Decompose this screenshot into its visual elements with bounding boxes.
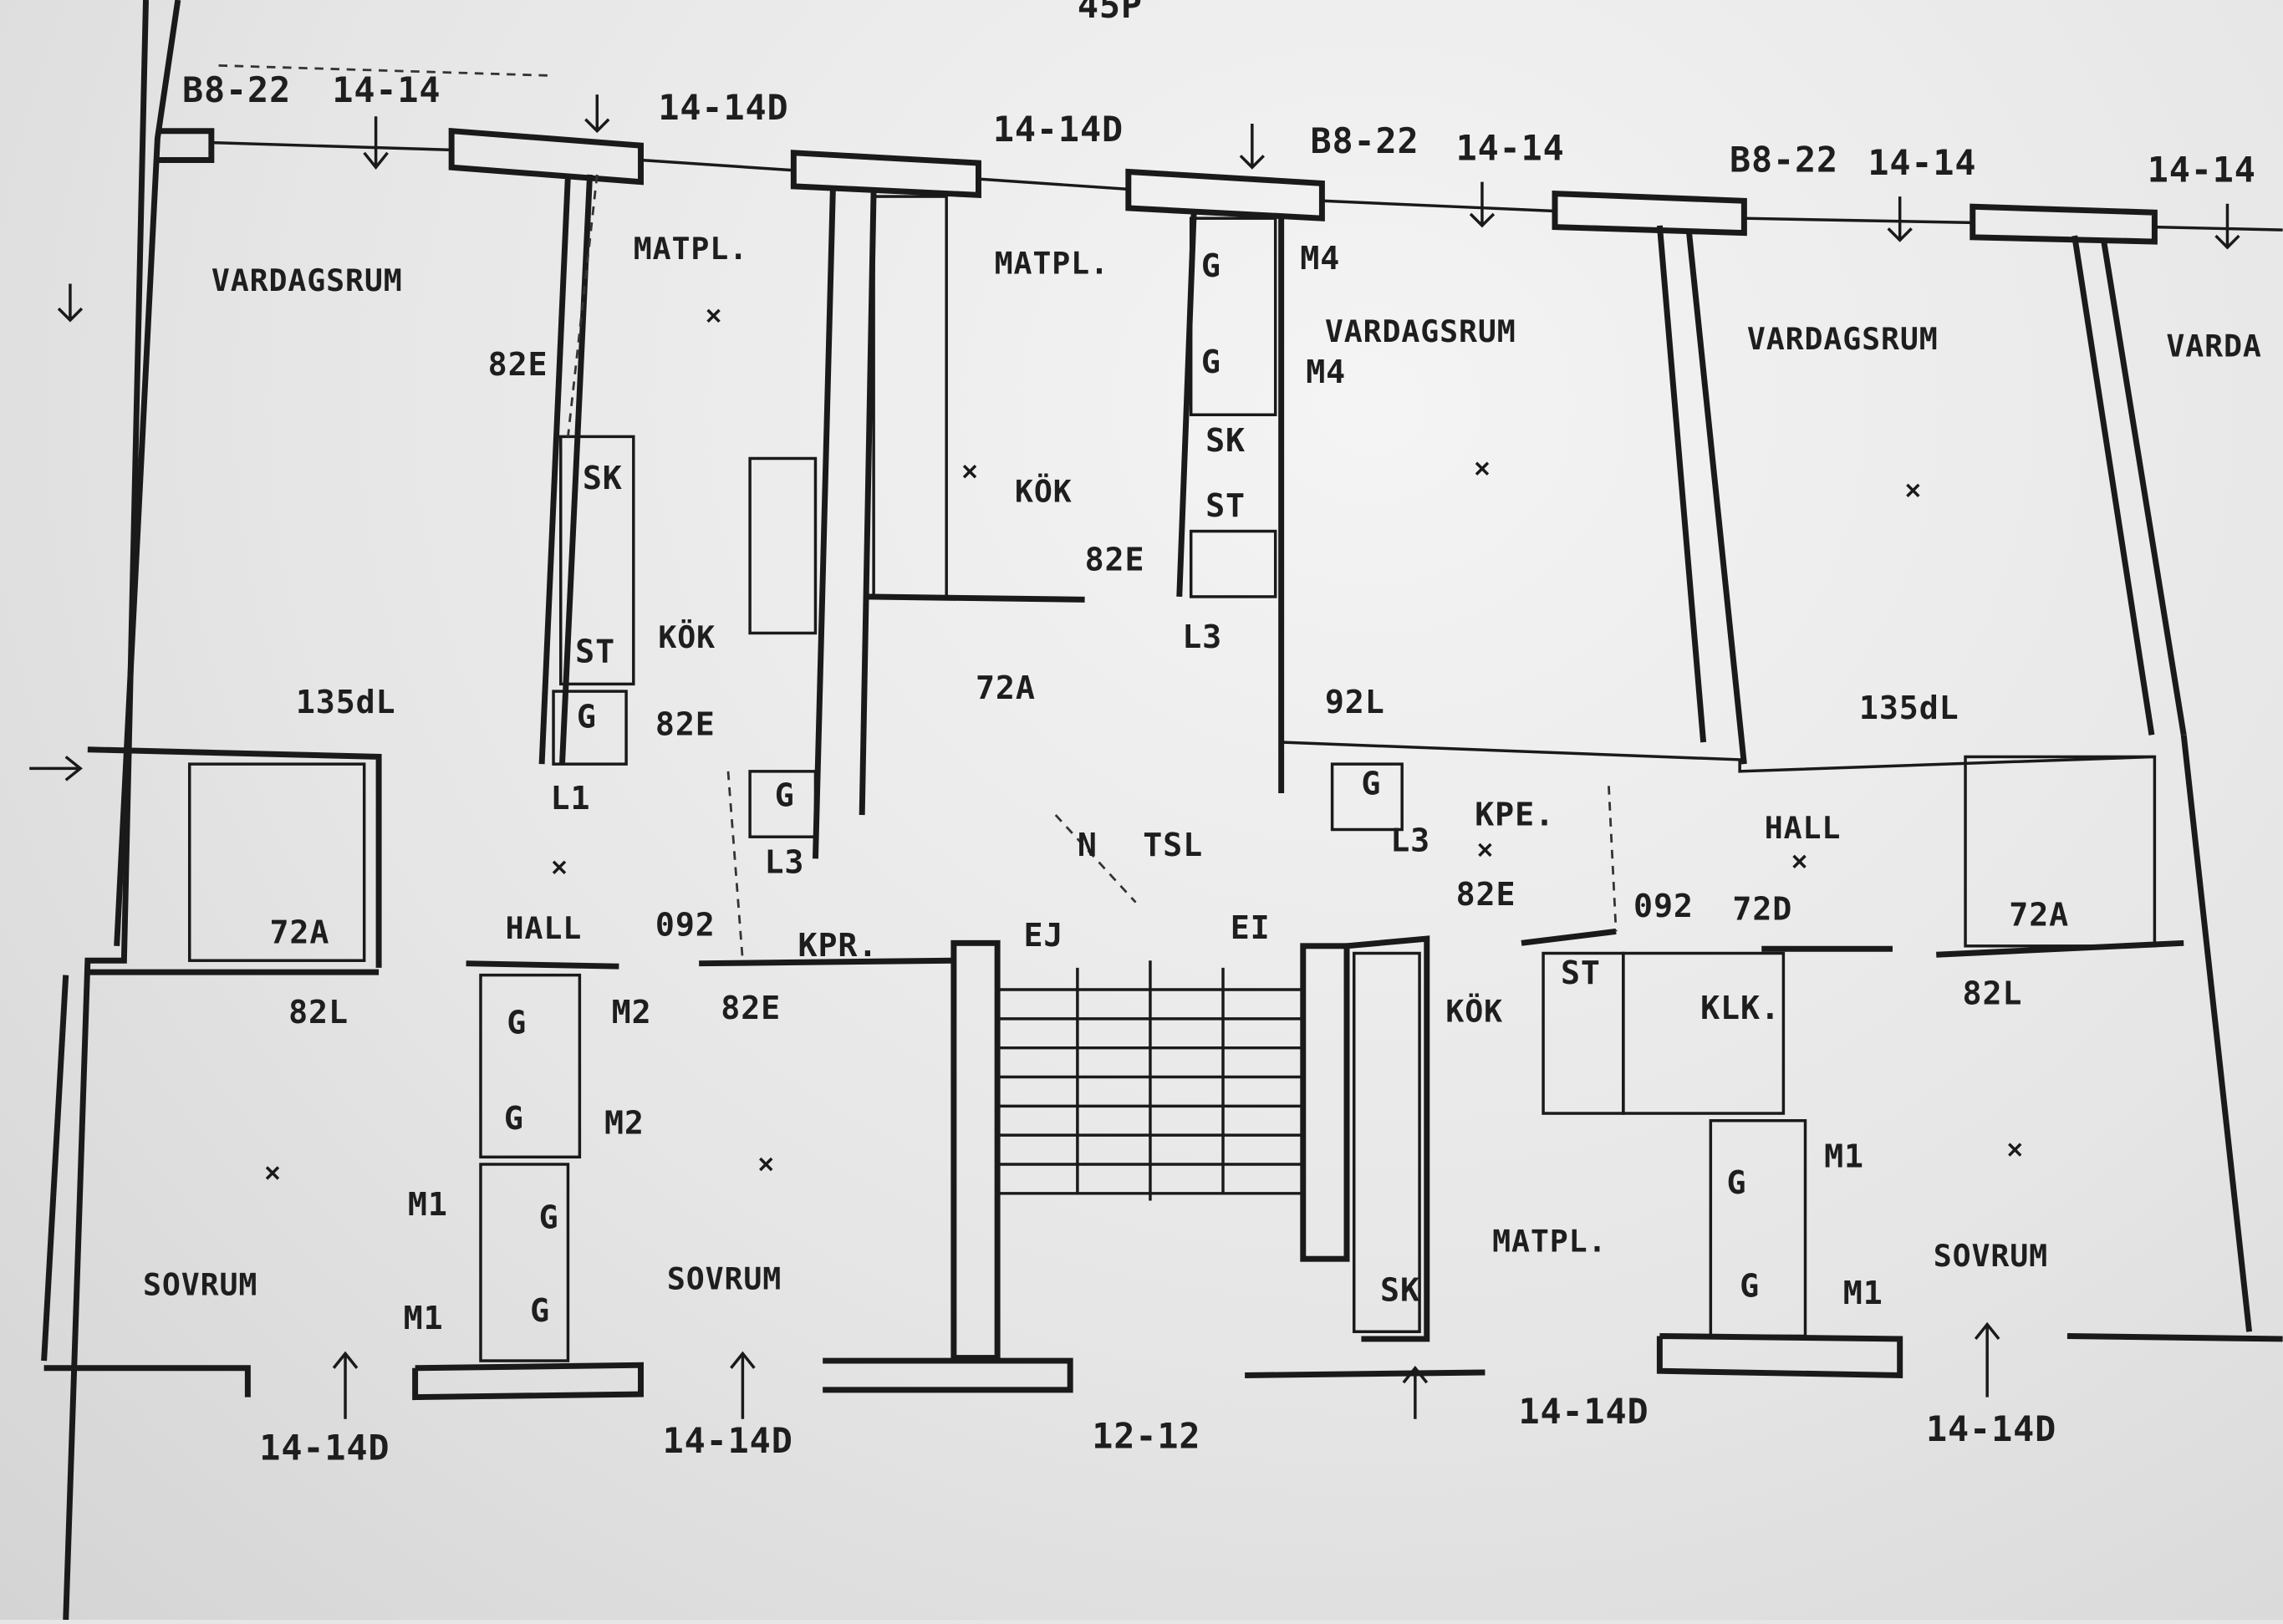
cross-markers — [265, 308, 2022, 1180]
code-label: 092 — [655, 907, 716, 944]
code-label: EI — [1231, 909, 1271, 947]
partial-top-label: 45P — [1078, 0, 1143, 26]
code-label: M1 — [404, 1300, 444, 1337]
code-label: M1 — [1843, 1275, 1883, 1312]
room-label: VARDA — [2166, 328, 2261, 364]
dim-label: 12-12 — [1092, 1416, 1200, 1457]
code-label: G — [507, 1004, 527, 1041]
code-label: L3 — [765, 844, 805, 882]
code-label: M4 — [1300, 240, 1340, 277]
code-label: 82L — [288, 994, 349, 1031]
code-label: 72A — [269, 914, 329, 951]
code-label: ST — [1561, 955, 1601, 992]
room-label: KPR. — [798, 927, 879, 965]
code-label: 72D — [1732, 890, 1792, 928]
dim-label: B8-22 — [182, 69, 291, 110]
dim-label: 14-14D — [259, 1427, 390, 1468]
code-label: G — [539, 1199, 559, 1237]
staircase — [997, 960, 1303, 1201]
dim-label: 14-14 — [1868, 142, 1976, 183]
code-label: G — [1201, 247, 1221, 285]
code-label: TSL — [1143, 827, 1203, 864]
dim-label: B8-22 — [1730, 139, 1838, 180]
room-label: KPE. — [1475, 796, 1555, 833]
room-label: KÖK — [658, 619, 716, 655]
code-label: SK — [1380, 1272, 1420, 1310]
room-label: SOVRUM — [1934, 1238, 2048, 1274]
code-label: G — [775, 777, 795, 815]
dim-label: 14-14 — [332, 69, 441, 110]
dim-label: 14-14D — [658, 87, 788, 128]
room-label: KÖK — [1445, 992, 1503, 1029]
code-label: 92L — [1325, 684, 1385, 721]
dashed-guides — [218, 64, 1618, 961]
code-label: 135dL — [1859, 690, 1959, 727]
code-label: 092 — [1633, 888, 1694, 925]
dim-label: 14-14 — [1456, 128, 1565, 169]
code-label: G — [1740, 1267, 1760, 1305]
code-label: 82E — [1085, 542, 1145, 579]
code-label: L3 — [1390, 822, 1430, 860]
code-label: 135dL — [296, 684, 396, 721]
dim-label: 14-14D — [1518, 1391, 1649, 1432]
code-label: G — [1726, 1164, 1746, 1202]
code-label: ST — [575, 633, 615, 670]
dim-label: 14-14D — [663, 1420, 793, 1461]
code-label: SK — [583, 460, 623, 497]
code-label: N — [1078, 827, 1098, 864]
code-label: L1 — [551, 780, 591, 817]
code-label: 82E — [488, 346, 548, 384]
room-label: VARDAGSRUM — [1325, 313, 1516, 349]
room-label: HALL — [1765, 810, 1841, 846]
code-label: ST — [1205, 487, 1246, 525]
code-label: L3 — [1182, 619, 1222, 656]
code-label: 82E — [655, 705, 716, 743]
room-label: SOVRUM — [143, 1267, 257, 1303]
code-label: M4 — [1306, 354, 1346, 391]
room-label: VARDAGSRUM — [211, 262, 403, 298]
labels: 45P B8-22 14-14 14-14D 14-14D B8-22 14-1… — [143, 0, 2261, 1468]
code-label: 72A — [2009, 896, 2069, 934]
code-label: G — [1361, 766, 1381, 803]
code-label: M2 — [604, 1104, 645, 1142]
code-label: EJ — [1023, 917, 1063, 955]
room-label: MATPL. — [1492, 1223, 1607, 1259]
dim-label: B8-22 — [1310, 120, 1419, 161]
code-label: G — [504, 1100, 524, 1138]
code-label: 72A — [976, 669, 1036, 707]
arrow-icons — [29, 94, 2240, 1419]
room-label: SOVRUM — [667, 1261, 782, 1297]
room-label: VARDAGSRUM — [1747, 321, 1939, 357]
walls — [41, 0, 2283, 1621]
room-label: MATPL. — [634, 231, 748, 267]
dim-label: 14-14 — [2148, 150, 2256, 191]
code-label: G — [577, 699, 597, 736]
code-label: 82E — [1456, 876, 1516, 914]
code-label: M1 — [1824, 1138, 1864, 1175]
code-label: 82L — [1963, 975, 2023, 1012]
code-label: SK — [1205, 422, 1246, 460]
room-label: MATPL. — [995, 245, 1109, 281]
code-label: M2 — [612, 994, 652, 1031]
code-label: G — [1201, 344, 1221, 381]
room-label: KÖK — [1015, 473, 1073, 510]
code-label: G — [530, 1292, 550, 1330]
code-label: M1 — [408, 1186, 448, 1224]
room-label: HALL — [506, 910, 583, 946]
code-label: 82E — [721, 990, 781, 1027]
dim-label: 14-14D — [1926, 1408, 2056, 1449]
room-label: KLK. — [1700, 990, 1781, 1027]
dim-label: 14-14D — [993, 109, 1124, 150]
